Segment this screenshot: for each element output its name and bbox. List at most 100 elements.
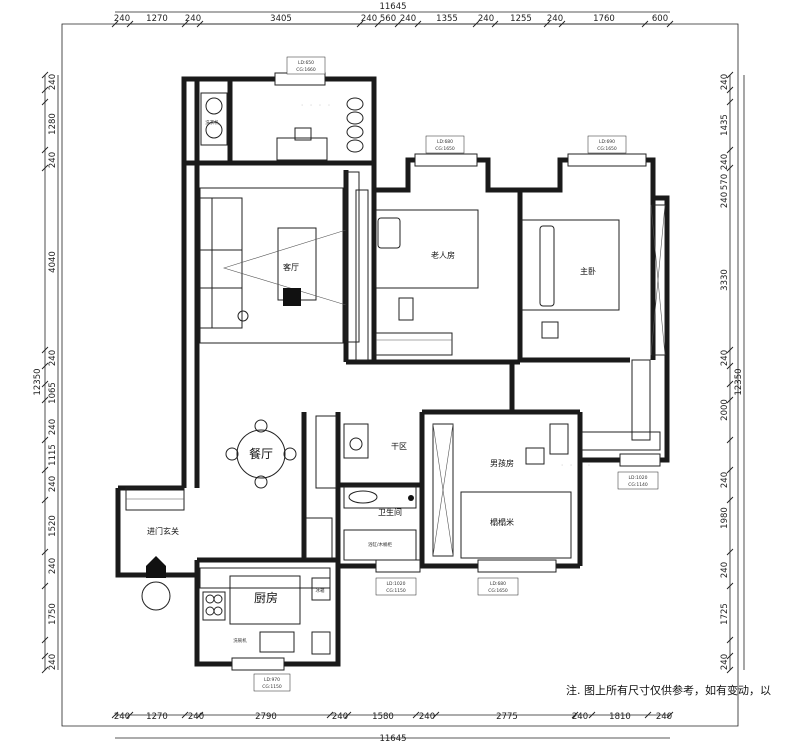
dim-label: 240	[478, 14, 494, 24]
tick-mark	[726, 436, 734, 444]
dining-room-label: 餐厅	[249, 446, 273, 461]
dim-label: 1810	[609, 712, 631, 722]
tick-mark	[41, 71, 49, 79]
right-total-dim: 12350	[734, 368, 744, 395]
kitchen-fixtures	[199, 567, 331, 655]
dim-label: 600	[652, 14, 668, 24]
dim-label: 1270	[146, 14, 168, 24]
window-cg: CG:1650	[488, 588, 508, 594]
svg-text:· · · ·: · · · ·	[300, 98, 331, 114]
tick-mark	[41, 146, 49, 154]
dim-label: 560	[380, 14, 396, 24]
tick-mark	[726, 86, 734, 94]
left-total-dim: 12350	[33, 368, 43, 395]
tick-mark	[412, 711, 420, 719]
dim-label: 240	[547, 14, 563, 24]
dry-area-label: 干区	[391, 442, 407, 451]
boy-room-label: 男孩房	[490, 458, 514, 468]
window-tags: LD:650 CG:1660 LD:680 CG:1650 LD:690 CG:…	[253, 56, 659, 692]
dim-label: 2000	[720, 399, 730, 421]
master-room-furniture	[520, 204, 666, 451]
tick-mark	[666, 711, 674, 719]
tick-mark	[41, 666, 49, 674]
tick-mark	[41, 436, 49, 444]
dim-label: 240	[720, 154, 730, 170]
dim-label: 2775	[496, 712, 518, 722]
bathroom-label: 卫生间	[378, 507, 402, 517]
window-ld: LD:680	[490, 581, 506, 587]
tick-mark	[126, 20, 134, 28]
tick-mark	[726, 652, 734, 660]
dim-label: 240	[188, 712, 204, 722]
tick-mark	[196, 711, 204, 719]
fridge-label: 冰箱	[316, 587, 325, 594]
elder-room-furniture	[355, 189, 479, 361]
dimension-ticks	[41, 20, 734, 719]
tick-mark	[472, 20, 480, 28]
dim-label: 240	[48, 476, 58, 492]
tick-mark	[41, 362, 49, 370]
dim-label: 240	[48, 350, 58, 366]
tick-mark	[414, 20, 422, 28]
tick-mark	[726, 666, 734, 674]
dim-label: 4040	[48, 251, 58, 273]
left-dimensions: 12350 240 1280 240 4040 240 1065 240 111…	[33, 74, 58, 670]
tick-mark	[726, 582, 734, 590]
tick-mark	[726, 636, 734, 644]
dim-label: 1355	[436, 14, 458, 24]
tick-mark	[326, 711, 334, 719]
bottom-dimensions: 240 1270 240 2790 240 1580 240 2775 240 …	[114, 712, 672, 744]
tick-mark	[356, 20, 364, 28]
tick-mark	[726, 362, 734, 370]
dim-label: 240	[48, 654, 58, 670]
dim-label: 240	[720, 472, 730, 488]
dim-label: 240	[185, 14, 201, 24]
dim-label: 1435	[720, 114, 730, 136]
bathroom-fixtures	[305, 415, 417, 561]
dim-label: 1980	[720, 507, 730, 529]
tick-mark	[41, 652, 49, 660]
tick-mark	[181, 20, 189, 28]
dim-label: 240	[48, 419, 58, 435]
tick-mark	[41, 466, 49, 474]
tick-mark	[41, 496, 49, 504]
dim-label: 1750	[48, 603, 58, 625]
window-cg: CG:1150	[262, 684, 282, 690]
room-labels: 客厅 餐厅 厨房 老人房 主卧 男孩房 榻榻米 卫生间 进门玄关 干区 冰箱 洗…	[147, 119, 596, 644]
tick-mark	[543, 20, 551, 28]
bottom-total-dim: 11645	[379, 734, 406, 744]
window-cg: CG:1140	[628, 482, 648, 488]
tick-mark	[641, 20, 649, 28]
tick-mark	[41, 86, 49, 94]
window-ld: LD:1020	[629, 475, 648, 481]
tick-mark	[374, 20, 382, 28]
master-room-label: 主卧	[580, 266, 596, 276]
tick-mark	[558, 20, 566, 28]
window-cg: CG:1660	[296, 67, 316, 73]
tick-mark	[432, 711, 440, 719]
living-room-label: 客厅	[283, 262, 299, 272]
top-dimensions: 11645 240 1270 240 3405 240 560 240 1355…	[114, 2, 668, 24]
tick-mark	[41, 396, 49, 404]
kitchen-label: 厨房	[254, 590, 278, 605]
right-dimensions: 12350 240 1435 240 570 240 3330 240 2000…	[720, 74, 744, 670]
dim-label: 1270	[146, 712, 168, 722]
tub-label: 浴缸/木桶柜	[368, 541, 393, 548]
window-ld: LD:680	[437, 139, 453, 145]
tick-mark	[126, 711, 134, 719]
tick-mark	[726, 164, 734, 172]
dim-label: 240	[48, 152, 58, 168]
dim-label: 240	[400, 14, 416, 24]
dimension-frame	[44, 11, 745, 739]
dishwasher-label: 洗碗机	[233, 637, 247, 644]
dim-label: 3405	[270, 14, 292, 24]
tick-mark	[41, 380, 49, 388]
dim-label: 240	[720, 654, 730, 670]
dim-label: 240	[48, 558, 58, 574]
tick-mark	[41, 636, 49, 644]
dining-set	[225, 419, 297, 489]
dim-label: 1280	[48, 113, 58, 135]
tick-mark	[726, 496, 734, 504]
tick-mark	[726, 346, 734, 354]
dim-label: 1580	[372, 712, 394, 722]
